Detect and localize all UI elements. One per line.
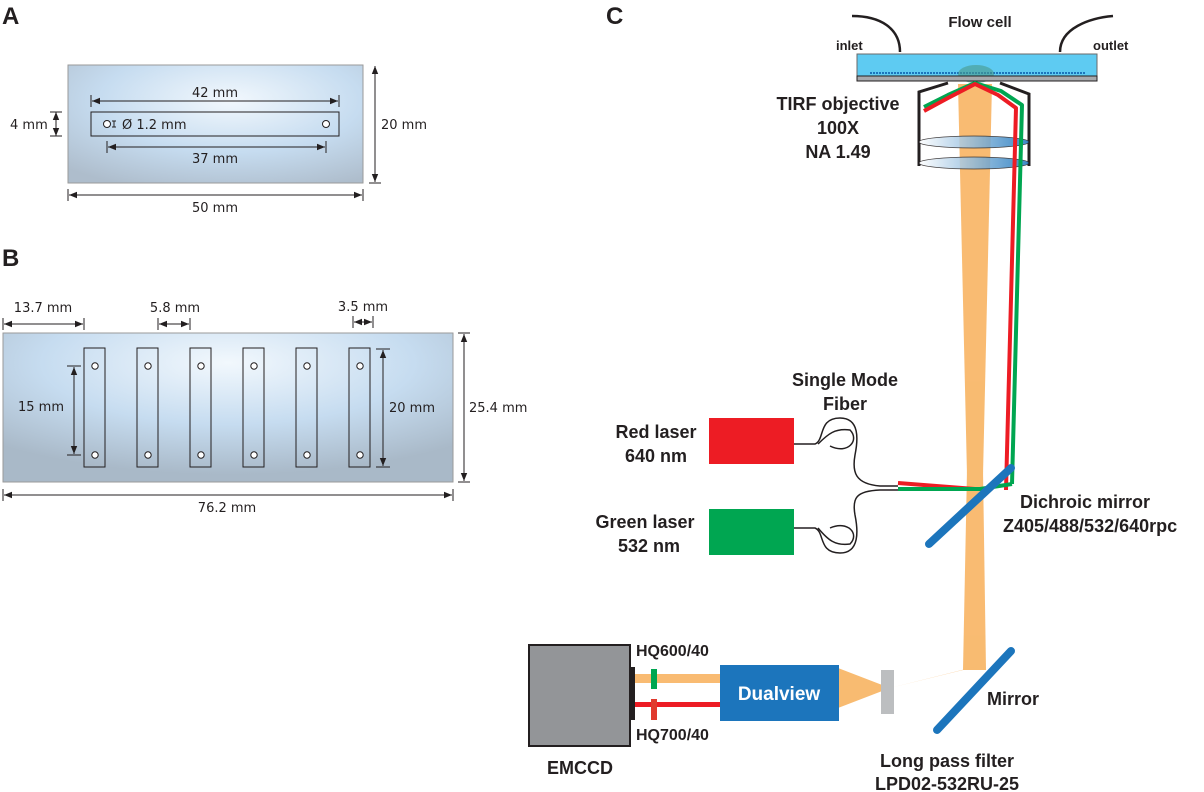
green-laser-label-2: 532 nm: [618, 536, 680, 556]
filter-hq600: [651, 669, 657, 689]
objective-label-2: 100X: [817, 118, 859, 138]
panel-b-label: B: [2, 245, 19, 272]
channel-b: [242, 347, 265, 468]
dim-label-channel-gap: 5.8 mm: [150, 301, 200, 316]
red-laser: [709, 418, 794, 464]
inlet-hole-a: [103, 120, 111, 128]
outlet-hole-b: [91, 451, 99, 459]
dim-label-slide-height-b: 25.4 mm: [469, 401, 527, 416]
panel-a-label: A: [2, 3, 19, 30]
channel-b: [83, 347, 106, 468]
dim-label-channel-length: 42 mm: [192, 86, 238, 101]
mirror: [933, 647, 1015, 734]
dichroic-label-2: Z405/488/532/640rpc: [1003, 516, 1177, 536]
long-pass-label-1: Long pass filter: [880, 751, 1014, 771]
panel-b: B 13.7 mm 5.8 mm 3.5 mm 15 mm 20 mm 25.4…: [2, 245, 527, 516]
green-excitation-path: [923, 81, 1024, 485]
panel-c: C: [528, 3, 1177, 792]
outlet-label: outlet: [1093, 38, 1129, 53]
emission-beam: [634, 84, 992, 708]
channel-b: [348, 347, 371, 468]
hq700-label: HQ700/40: [636, 727, 709, 744]
panel-c-label: C: [606, 3, 623, 30]
green-beam-horizontal: [898, 482, 1013, 491]
filter-hq700: [651, 699, 657, 720]
tirf-objective: [917, 81, 1031, 170]
beam-to-filter: [890, 664, 986, 688]
red-laser-label-2: 640 nm: [625, 446, 687, 466]
panel-a: A 42 mm 37 mm 4 mm Ø 1.2 mm 20 mm 50 mm: [2, 3, 427, 216]
inlet-hole-b: [303, 362, 311, 370]
lens-2: [918, 156, 1030, 170]
beam-to-dualview: [838, 668, 890, 708]
outlet-hole-b: [197, 451, 205, 459]
inlet-hole-b: [144, 362, 152, 370]
slide-b: [2, 332, 454, 483]
hq600-label: HQ600/40: [636, 643, 709, 660]
outlet-hole-b: [250, 451, 258, 459]
emccd-label: EMCCD: [547, 758, 613, 778]
emccd-camera: [528, 644, 631, 747]
objective-label-3: NA 1.49: [805, 142, 870, 162]
green-laser-label-1: Green laser: [595, 512, 694, 532]
dim-label-hole-spacing-b: 15 mm: [18, 400, 64, 415]
outlet-tube: [1058, 14, 1114, 53]
red-fiber: [794, 417, 898, 487]
camera-sensor-window: [630, 667, 635, 720]
inlet-hole-b: [356, 362, 364, 370]
outlet-hole-a: [322, 120, 330, 128]
red-excitation-path: [923, 82, 1018, 491]
mirror-label: Mirror: [987, 689, 1039, 709]
channel-b: [136, 347, 159, 468]
dim-label-edge-offset: 13.7 mm: [14, 301, 72, 316]
dim-label-hole-diameter: Ø 1.2 mm: [122, 118, 187, 133]
dim-label-slide-height: 20 mm: [381, 118, 427, 133]
inlet-hole-b: [91, 362, 99, 370]
dichroic-mirror: [925, 464, 1015, 548]
inlet-hole-b: [197, 362, 205, 370]
beam-camera-bottom: [634, 702, 720, 707]
dim-label-slide-width-b: 76.2 mm: [198, 501, 256, 516]
green-fiber: [794, 489, 898, 554]
objective-label-1: TIRF objective: [776, 94, 899, 114]
excitation-paths: [897, 81, 1024, 491]
fiber-label-2: Fiber: [823, 394, 867, 414]
beam-lower: [963, 470, 986, 670]
beam-upper: [958, 84, 992, 475]
red-laser-label-1: Red laser: [615, 422, 696, 442]
dim-label-slide-width: 50 mm: [192, 201, 238, 216]
outlet-hole-b: [356, 451, 364, 459]
slide-a: [67, 64, 364, 184]
dim-label-hole-spacing: 37 mm: [192, 152, 238, 167]
fiber-label-1: Single Mode: [792, 370, 898, 390]
flow-cell-title: Flow cell: [948, 14, 1011, 31]
dichroic-label-1: Dichroic mirror: [1020, 492, 1150, 512]
channel-b: [189, 347, 212, 468]
dim-label-channel-length-b: 20 mm: [389, 401, 435, 416]
long-pass-filter: [881, 670, 894, 714]
coverslip: [856, 75, 1098, 82]
channel-b: [295, 347, 318, 468]
long-pass-label-2: LPD02-532RU-25: [875, 774, 1019, 792]
inlet-label: inlet: [836, 38, 863, 53]
beam-camera-top: [634, 674, 720, 683]
channel-a: [90, 111, 340, 137]
green-laser: [709, 509, 794, 555]
green-fiber-loop: [817, 524, 855, 546]
outlet-hole-b: [303, 451, 311, 459]
inlet-tube: [851, 14, 902, 53]
inlet-hole-b: [250, 362, 258, 370]
dim-label-channel-width-b: 3.5 mm: [338, 300, 388, 315]
dualview: [720, 665, 839, 721]
dualview-label: Dualview: [738, 684, 821, 705]
flow-cell: [851, 14, 1114, 83]
dim-label-channel-width: 4 mm: [10, 118, 48, 133]
channel-group-b: [83, 347, 371, 468]
hole-diameter-marker: [112, 120, 116, 128]
red-fiber-loop: [817, 428, 855, 450]
lens-1: [918, 135, 1030, 149]
outlet-hole-b: [144, 451, 152, 459]
